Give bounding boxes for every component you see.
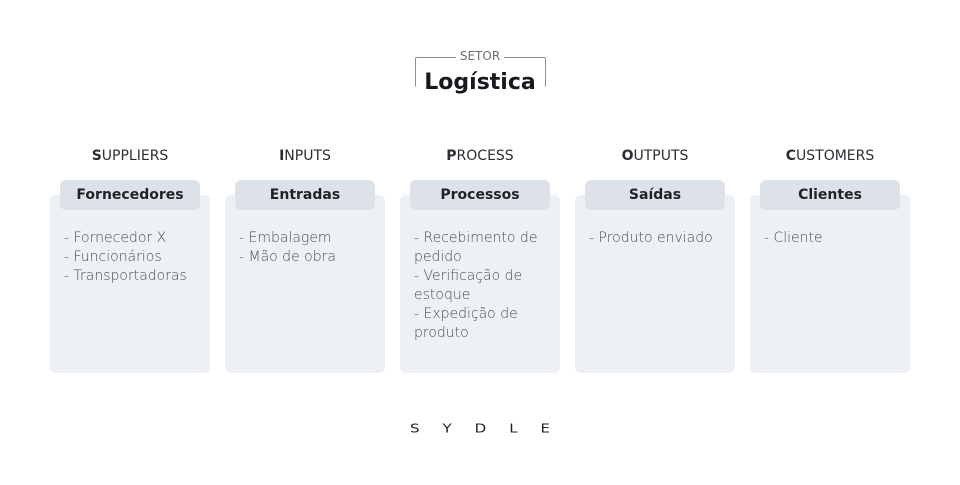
list-item: - Cliente	[764, 230, 823, 246]
heading-rest: ROCESS	[456, 148, 514, 164]
list-item: - Produto enviado	[589, 230, 713, 246]
column-card	[50, 195, 210, 373]
list-item: - Fornecedor X	[64, 230, 167, 246]
column-heading: OUTPUTS	[575, 148, 735, 168]
heading-rest: UTPUTS	[633, 148, 689, 164]
list-item: - Expedição de produto	[414, 306, 518, 341]
column-label: Clientes	[760, 180, 900, 210]
column-card	[750, 195, 910, 373]
column-card	[400, 195, 560, 373]
sipoc-column-clientes: CUSTOMERS Clientes - Cliente	[750, 148, 910, 373]
heading-rest: NPUTS	[284, 148, 331, 164]
list-item: - Embalagem	[239, 230, 332, 246]
item-list: - Fornecedor X - Funcionários - Transporta…	[64, 229, 204, 286]
heading-initial: I	[279, 148, 285, 164]
heading-initial: C	[785, 148, 797, 164]
column-label: Processos	[410, 180, 550, 210]
list-item: - Mão de obra	[239, 249, 336, 265]
column-label: Entradas	[235, 180, 375, 210]
column-label: Saídas	[585, 180, 725, 210]
column-heading: INPUTS	[225, 148, 385, 168]
column-card	[225, 195, 385, 373]
list-item: - Transportadoras	[64, 268, 187, 284]
sipoc-column-entradas: INPUTS Entradas - Embalagem - Mão de obra	[225, 148, 385, 373]
heading-initial: S	[91, 148, 102, 164]
heading-rest: USTOMERS	[796, 148, 875, 164]
sipoc-column-saídas: OUTPUTS Saídas - Produto enviado	[575, 148, 735, 373]
column-heading: SUPPLIERS	[50, 148, 210, 168]
sector-title: Logística	[0, 70, 960, 95]
column-label: Fornecedores	[60, 180, 200, 210]
heading-rest: UPPLIERS	[101, 148, 169, 164]
item-list: - Produto enviado	[589, 229, 729, 248]
sipoc-column-fornecedores: SUPPLIERS Fornecedores - Fornecedor X- F…	[50, 148, 210, 373]
column-card	[575, 195, 735, 373]
sydle-logo: SYDLE	[409, 420, 574, 436]
list-item: - Recebimento de pedido	[414, 230, 538, 265]
heading-initial: O	[621, 148, 634, 164]
sector-label: SETOR	[0, 49, 960, 63]
sipoc-column-processos: PROCESS Processos - Recebimento de pedid…	[400, 148, 560, 373]
column-heading: PROCESS	[400, 148, 560, 168]
list-item: - Funcionários	[64, 249, 162, 265]
column-heading: CUSTOMERS	[750, 148, 910, 168]
item-list: - Recebimento de pedido- Verificação de …	[414, 229, 554, 343]
item-list: - Cliente	[764, 229, 904, 248]
heading-initial: P	[446, 148, 457, 164]
item-list: - Embalagem - Mão de obra	[239, 229, 379, 267]
list-item: - Verificação de estoque	[414, 268, 523, 303]
